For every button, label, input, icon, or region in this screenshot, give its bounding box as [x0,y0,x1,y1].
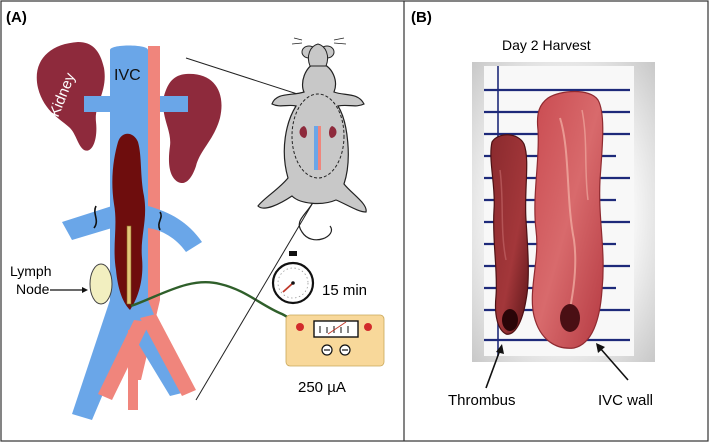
panel-a-letter: (A) [6,9,27,26]
left-branch-vein [62,206,112,240]
panel-b-letter: (B) [411,9,432,26]
iliac-artery-center [128,330,138,410]
right-kidney [163,73,222,184]
timer-text: 15 min [322,282,367,299]
electrode-needle [126,225,132,305]
ivc-wall-arrow-head [596,343,605,353]
panel-b-title: Day 2 Harvest [502,37,591,53]
lymph-label-1: Lymph [10,263,52,279]
harvest-photo [472,62,655,362]
zoom-line-bottom [195,193,319,401]
thrombus-arrow-head [496,344,504,354]
thrombus-arrow-line [485,349,501,389]
zoom-line-top [185,57,317,101]
right-iliac-artery [140,314,196,396]
stopwatch-icon [271,251,315,305]
lymph-label-2: Node [16,281,50,297]
thrombus-drawing [112,133,146,310]
thrombus-label: Thrombus [448,392,516,409]
left-kidney [36,42,105,151]
mouse-illustration [257,37,367,241]
lymph-node [89,263,113,305]
left-ligature [93,205,98,229]
right-ligature [158,211,162,231]
current-source [285,314,385,367]
lymph-arrow-head [82,287,88,293]
current-text: 250 µA [298,379,346,396]
ivc-label: IVC [114,67,141,84]
ivc-wall-arrow-line [599,347,629,381]
ivc-wall-label: IVC wall [598,392,653,409]
